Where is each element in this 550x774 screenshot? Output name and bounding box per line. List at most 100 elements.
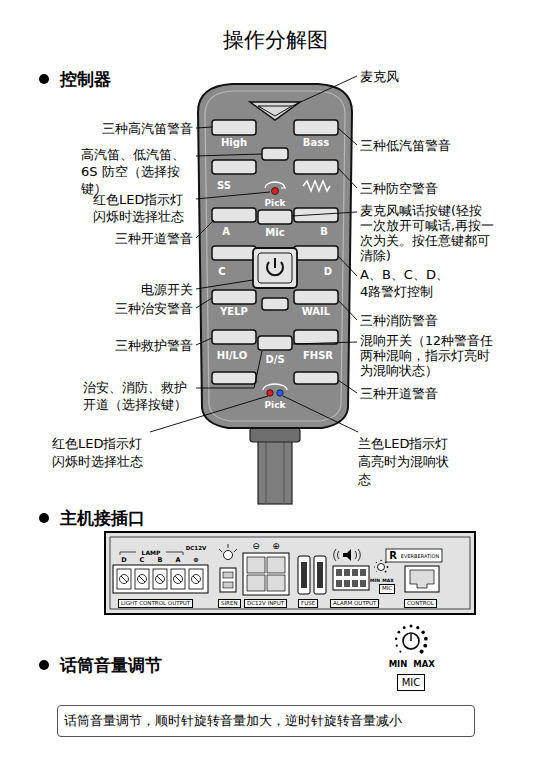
callout: 电源开关 — [141, 281, 193, 298]
button-label: A — [222, 226, 230, 238]
port-label-box: ALARM OUTPUT — [330, 599, 379, 608]
label-text: ⊕ — [272, 541, 280, 551]
callout: 三种治安警音 — [115, 300, 193, 317]
label-text: 三种消防警音 — [360, 313, 438, 328]
label-text: HI/LO — [217, 350, 247, 361]
knob-dots — [395, 624, 428, 653]
knob-scale: MAX — [382, 578, 393, 583]
label-text: 话筒音量调节 — [60, 655, 162, 675]
led-indicator — [263, 182, 287, 396]
bullet — [39, 660, 49, 670]
label-text: D — [121, 556, 126, 564]
label-text: 三种开道警音 — [115, 231, 193, 246]
label-text: 主机接插口 — [60, 508, 145, 528]
bullet — [39, 74, 49, 84]
volume-knob — [403, 633, 419, 649]
lamp-label: LAMP — [142, 549, 161, 556]
button-label: D — [324, 266, 332, 278]
label-text: 麦克风 — [360, 69, 399, 84]
buttons — [212, 120, 338, 384]
label-text: YELP — [220, 306, 248, 317]
knob-dot — [376, 562, 377, 563]
label-text: 电源开关 — [141, 282, 193, 297]
reverb-label: EVERBERATION — [401, 553, 439, 559]
knob-dot — [374, 566, 375, 567]
callout: 高汽笛、低汽笛、6S 防空（选择按键） — [81, 146, 193, 197]
title: 操作分解图 — [223, 26, 328, 54]
knob-scale: MIN — [370, 578, 380, 583]
controller-body — [198, 84, 352, 428]
callout: A、B、C、D、 4路警灯控制 — [360, 266, 460, 300]
knob-dot — [387, 566, 389, 568]
knob-dot — [375, 571, 377, 573]
terminal-label: A — [175, 556, 180, 564]
label-text: D/S — [265, 354, 284, 365]
button-label: SS — [217, 180, 231, 192]
label-text: Bass — [303, 137, 329, 148]
knob-dot — [385, 571, 387, 573]
label-text: 三种治安警音 — [115, 301, 193, 316]
button-label: Bass — [303, 137, 329, 149]
label-text: D — [324, 266, 332, 277]
label-text: C — [140, 556, 145, 564]
knob-dot — [423, 644, 427, 648]
microphone — [258, 106, 292, 116]
label-text: 混响开关（12种警音任两种混响，指示灯亮时为混响状态） — [360, 333, 493, 378]
callout: 三种开道警音 — [360, 385, 438, 402]
node-text: SIREN — [221, 600, 238, 607]
button-label: D/S — [265, 354, 284, 366]
callout: 三种防空警音 — [360, 180, 438, 197]
knob-dot — [420, 650, 424, 654]
label-text: High — [221, 137, 247, 148]
voltage-label: DC12V — [186, 545, 207, 552]
wave-icon — [303, 181, 330, 191]
label-text: MIN — [389, 659, 408, 669]
port-label-box: CONTROL — [404, 599, 437, 608]
terminal-label: D — [121, 556, 126, 564]
label-text: 三种防空警音 — [360, 181, 438, 196]
label-text: MAX — [413, 659, 435, 669]
label-text: SS — [217, 180, 231, 191]
knob-scale: MAX — [413, 659, 435, 669]
cable — [250, 428, 300, 504]
label-text: WAIL — [302, 306, 330, 317]
node-text: LIGHT CONTROL OUTPUT — [121, 600, 190, 607]
label-text: FHSR — [303, 350, 333, 361]
port-label-box: FUSE — [298, 599, 318, 608]
terminal-label: ⊕ — [193, 556, 198, 564]
label-text: C — [218, 266, 225, 277]
label-text: B — [158, 556, 163, 564]
knob-scale: MIN — [389, 659, 408, 669]
button-label: Mic — [265, 227, 284, 239]
button-label: WAIL — [302, 306, 330, 318]
button-label: FHSR — [303, 350, 333, 362]
label-text: MIN — [370, 578, 380, 583]
knob-dot — [403, 626, 406, 629]
label-text: Pick — [264, 198, 285, 208]
button-label: High — [221, 137, 247, 149]
knob-dot — [399, 651, 401, 653]
note-box: 话筒音量调节，顺时针旋转音量加大，逆时针旋转音量减小 — [57, 705, 475, 737]
callout: 红色LED指示灯 闪烁时选择壮态 — [93, 191, 193, 225]
node-text: MIC — [402, 676, 421, 689]
polarity-symbol: ⊖ — [252, 541, 260, 551]
label-text: 三种救护警音 — [115, 338, 193, 353]
label-text: 控制器 — [60, 69, 111, 89]
terminal-label: C — [140, 556, 145, 564]
label-text: MAX — [382, 578, 393, 583]
knob-dot — [385, 562, 387, 564]
title-text: 操作分解图 — [223, 28, 328, 52]
button-label: B — [320, 226, 328, 238]
power-button — [253, 248, 297, 288]
callout: 三种消防警音 — [360, 312, 438, 329]
label-text: LAMP — [142, 549, 161, 556]
led-label: Pick — [264, 400, 285, 411]
label-text: 三种开道警音 — [360, 386, 438, 401]
section-heading: 话筒音量调节 — [60, 654, 162, 676]
label-text: 麦克风喊话按键(轻按一次放开可喊话,再按一次为关。按任意键都可清除) — [360, 203, 494, 263]
node-text: 话筒音量调节，顺时针旋转音量加大，逆时针旋转音量减小 — [64, 713, 468, 729]
callout: 麦克风 — [360, 68, 399, 85]
label-text: EVERBERATION — [401, 553, 439, 559]
callout: 三种开道警音 — [115, 230, 193, 247]
port-label-box: LIGHT CONTROL OUTPUT — [118, 599, 193, 608]
